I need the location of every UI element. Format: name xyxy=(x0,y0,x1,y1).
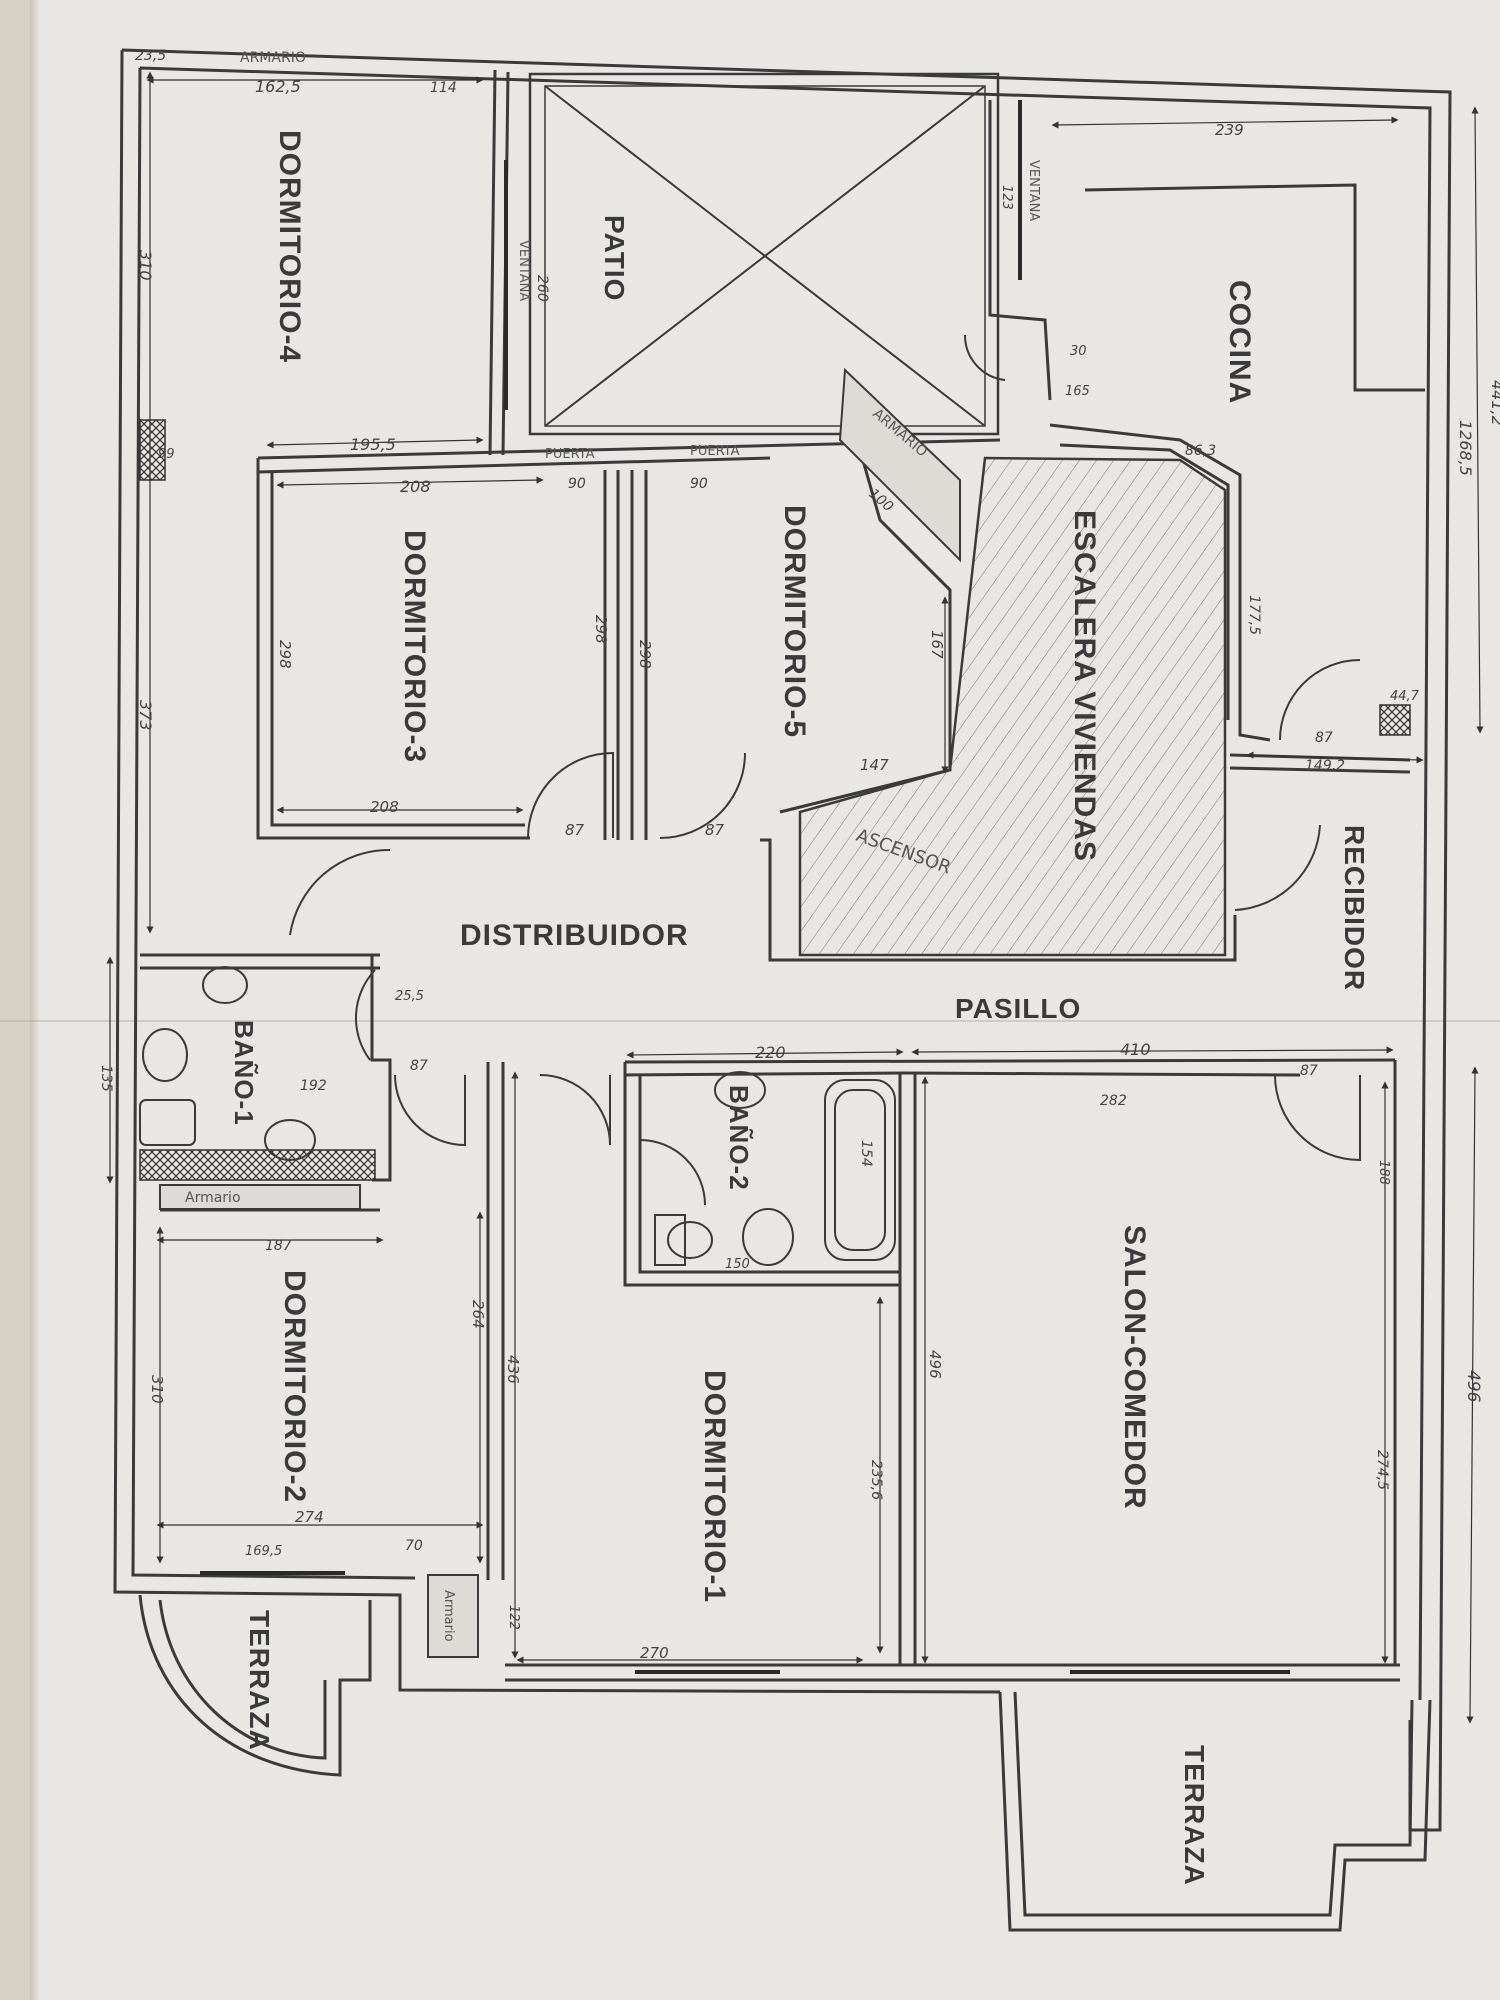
door-swings xyxy=(289,334,1361,1206)
dim: 310 xyxy=(148,1375,166,1404)
dim: 25,5 xyxy=(395,989,424,1004)
room-distribuidor: DISTRIBUIDOR xyxy=(460,919,689,952)
room-dormitorio-4: DORMITORIO-4 xyxy=(273,130,306,363)
dim: 188 xyxy=(1376,1160,1391,1185)
dim: 90 xyxy=(568,476,586,492)
dim: 87 xyxy=(705,821,725,839)
dim: 496 xyxy=(1463,1370,1483,1403)
dim: 208 xyxy=(400,477,431,496)
dim: 274,5 xyxy=(1374,1450,1390,1490)
dim: 298 xyxy=(592,615,610,644)
dim: 87 xyxy=(1315,730,1333,746)
room-pasillo: PASILLO xyxy=(955,993,1081,1024)
dim: 87 xyxy=(565,821,585,839)
paper-edge xyxy=(0,0,30,2000)
dim: 187 xyxy=(265,1238,292,1254)
room-patio: PATIO xyxy=(599,215,630,301)
dim: 147 xyxy=(860,756,889,774)
dim: 410 xyxy=(1120,1040,1151,1059)
dim: 264 xyxy=(469,1300,487,1329)
interior-walls xyxy=(140,69,1425,1682)
label-ventana-cocina: VENTANA xyxy=(1026,160,1041,221)
room-terraza-right: TERRAZA xyxy=(1179,1745,1210,1886)
room-salon-comedor: SALON-COMEDOR xyxy=(1118,1225,1151,1510)
room-cocina: COCINA xyxy=(1223,280,1256,404)
dim: 44,7 xyxy=(1390,689,1420,704)
paper-fold-line xyxy=(0,1020,1500,1022)
dim: 135 xyxy=(98,1065,114,1092)
dim: 167 xyxy=(928,630,946,659)
dim: 90 xyxy=(690,476,708,492)
room-dormitorio-5: DORMITORIO-5 xyxy=(778,505,811,738)
room-bano-2: BAÑO-2 xyxy=(724,1085,754,1191)
stairs-hatch xyxy=(798,456,1227,957)
dim: 274 xyxy=(295,1508,324,1526)
dim: 162,5 xyxy=(255,77,301,96)
dim: 1268,5 xyxy=(1456,420,1475,476)
dim: 87 xyxy=(410,1058,428,1074)
dim: 70 xyxy=(405,1538,423,1554)
dim: 208 xyxy=(370,798,399,816)
wall-hatch-blocks xyxy=(139,419,1411,1181)
dim: 496 xyxy=(926,1350,944,1379)
bathroom-fixtures xyxy=(139,966,896,1266)
dim: 99 xyxy=(158,447,175,462)
label-armario-top: ARMARIO xyxy=(240,50,306,66)
dim: 282 xyxy=(1100,1093,1127,1109)
dim: 123 xyxy=(999,185,1014,210)
dim: 177,5 xyxy=(1246,595,1262,635)
windows xyxy=(200,100,1290,1674)
dim: 154 xyxy=(858,1140,874,1167)
dim: 149,2 xyxy=(1305,758,1345,774)
dim: 260 xyxy=(534,275,550,302)
dim: 298 xyxy=(636,640,654,669)
dim: 86,3 xyxy=(1185,443,1216,459)
dimension-lines xyxy=(106,71,1484,1724)
dim: 114 xyxy=(430,80,457,96)
dim: 150 xyxy=(725,1257,750,1272)
room-terraza-left: TERRAZA xyxy=(244,1610,275,1751)
dimension-labels: 23,5 162,5 114 310 195,5 373 208 298 208… xyxy=(98,48,1500,1662)
label-puerta-1: PUERTA xyxy=(545,447,595,462)
room-recibidor: RECIBIDOR xyxy=(1339,825,1370,991)
dim: 192 xyxy=(300,1078,327,1094)
dim: 239 xyxy=(1215,121,1244,139)
room-bano-1: BAÑO-1 xyxy=(229,1020,259,1126)
dim: 436 xyxy=(504,1355,522,1384)
terraces xyxy=(138,1594,1432,1932)
label-armario-bottom: Armario xyxy=(441,1590,456,1642)
room-dormitorio-3: DORMITORIO-3 xyxy=(398,530,431,763)
dim: 235,6 xyxy=(868,1460,884,1500)
dim: 23,5 xyxy=(135,48,166,64)
dim: 165 xyxy=(1065,384,1090,399)
dim: 87 xyxy=(1300,1063,1318,1079)
patio-cross xyxy=(544,85,986,427)
dim: 122 xyxy=(506,1605,521,1630)
stairs-closet xyxy=(838,367,961,563)
dim: 30 xyxy=(1070,344,1087,359)
dim: 195,5 xyxy=(350,435,396,454)
label-puerta-2: PUERTA xyxy=(690,444,740,459)
dim: 373 xyxy=(136,700,155,731)
dim: 169,5 xyxy=(245,1544,282,1559)
dim: 441,2 xyxy=(1488,380,1500,426)
room-dormitorio-2: DORMITORIO-2 xyxy=(278,1270,311,1503)
dim: 220 xyxy=(755,1043,786,1062)
closet-strips xyxy=(159,1184,479,1658)
paper-shadow xyxy=(30,0,40,2000)
dim: 298 xyxy=(276,640,294,669)
label-armario-bano: Armario xyxy=(185,1190,241,1206)
dim: 270 xyxy=(640,1644,669,1662)
label-ventana-patio: VENTANA xyxy=(516,240,531,301)
dim: 310 xyxy=(136,250,155,281)
room-dormitorio-1: DORMITORIO-1 xyxy=(698,1370,731,1603)
room-escalera: ESCALERA VIVIENDAS xyxy=(1068,510,1101,862)
